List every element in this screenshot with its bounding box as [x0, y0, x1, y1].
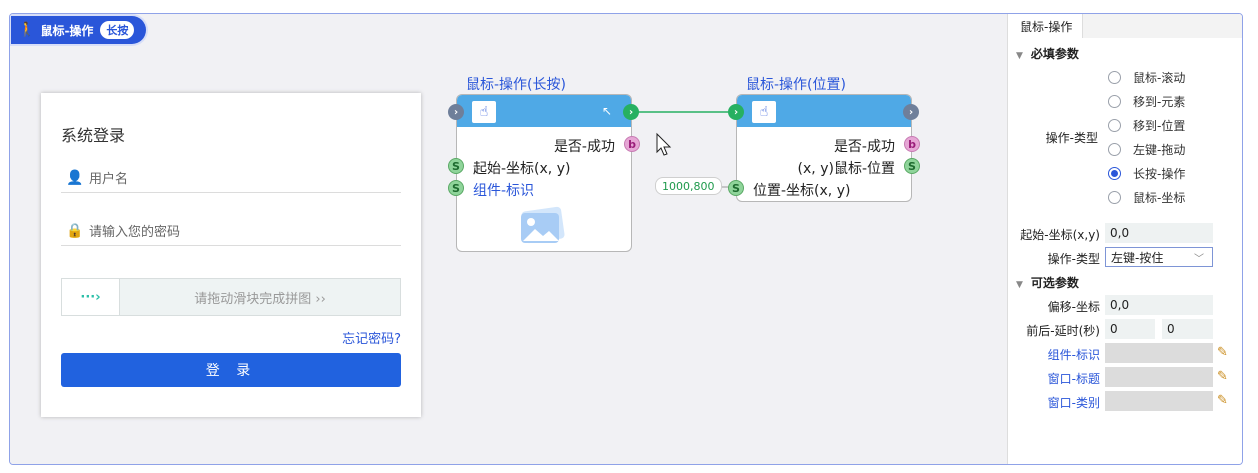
radio-mouse-coord[interactable]: 鼠标-坐标	[1108, 189, 1185, 206]
forgot-password-link[interactable]: 忘记密码?	[342, 332, 401, 347]
tap-hand-icon: ☝	[471, 100, 497, 124]
password-placeholder: 请输入您的密码	[89, 225, 181, 240]
op-type2-label: 操作-类型	[1047, 252, 1100, 266]
delay-label: 前后-延时(秒)	[1026, 324, 1100, 338]
action-badge[interactable]: 🚶 鼠标-操作 长按	[11, 16, 146, 44]
optional-section-header[interactable]: ▼ 可选参数	[1016, 274, 1079, 291]
offset-label: 偏移-坐标	[1047, 300, 1100, 314]
tap-hand-icon: ☝	[751, 100, 777, 124]
collapse-triangle-icon: ▼	[1016, 280, 1023, 290]
window-class-label[interactable]: 窗口-类别	[1047, 396, 1100, 410]
username-field[interactable]: 👤 用户名	[61, 163, 401, 193]
op-type2-value: 左键-按住	[1111, 250, 1164, 265]
node-long-press[interactable]: ☝ ↖ 是否-成功 起始-坐标(x, y) 组件-标识	[456, 94, 632, 252]
login-button[interactable]: 登 录	[61, 353, 401, 387]
node2-success-port[interactable]: b	[904, 136, 920, 152]
coordinate-chip[interactable]: 1000,800	[655, 177, 722, 195]
node1-out-success: 是否-成功	[553, 139, 615, 155]
node1-start-port[interactable]: S	[448, 158, 464, 174]
start-coord-input[interactable]: 0,0	[1105, 223, 1213, 243]
optional-title: 可选参数	[1030, 276, 1079, 290]
required-title: 必填参数	[1030, 47, 1079, 61]
delay-after-input[interactable]: 0	[1162, 319, 1213, 339]
workflow-canvas[interactable]: 🚶 鼠标-操作 长按 系统登录 👤 用户名 🔒 请输入您的密码 ···› 请拖动…	[10, 14, 1007, 464]
radio-scroll[interactable]: 鼠标-滚动	[1108, 69, 1185, 86]
user-icon: 👤	[66, 169, 84, 186]
radio-move-to-position[interactable]: 移到-位置	[1108, 117, 1185, 134]
op-type2-select[interactable]: 左键-按住 ﹀	[1105, 247, 1213, 267]
component-label[interactable]: 组件-标识	[1047, 348, 1100, 362]
image-placeholder-icon	[521, 206, 565, 244]
chevron-down-icon: ﹀	[1194, 254, 1204, 265]
window-title-input	[1105, 367, 1213, 387]
badge-title: 鼠标-操作	[40, 23, 94, 38]
password-field[interactable]: 🔒 请输入您的密码	[61, 216, 401, 246]
op-type-label: 操作-类型	[1045, 131, 1098, 145]
window-class-input	[1105, 391, 1213, 411]
start-coord-label: 起始-坐标(x,y)	[1020, 228, 1100, 242]
collapse-triangle-icon: ▼	[1016, 51, 1023, 61]
radio-left-drag[interactable]: 左键-拖动	[1108, 141, 1185, 158]
node2-in-position: 位置-坐标(x, y)	[753, 183, 851, 199]
edit-icon[interactable]: ✎	[1217, 393, 1228, 408]
node2-in-flow-port[interactable]: ›	[728, 104, 744, 120]
node2-out-position: (x, y)鼠标-位置	[797, 161, 895, 177]
badge-pill: 长按	[100, 21, 135, 39]
offset-input[interactable]: 0,0	[1105, 295, 1213, 315]
node2-out-flow-port[interactable]: ›	[903, 104, 919, 120]
node1-in-component: 组件-标识	[473, 183, 535, 199]
node1-out-flow-port[interactable]: ›	[623, 104, 639, 120]
login-preview: 系统登录 👤 用户名 🔒 请输入您的密码 ···› 请拖动滑块完成拼图 ›› 忘…	[41, 93, 421, 417]
slider-handle[interactable]: ···›	[62, 279, 120, 315]
tab-mouse-action[interactable]: 鼠标-操作	[1008, 14, 1083, 38]
window-title-label[interactable]: 窗口-标题	[1047, 372, 1100, 386]
node1-label: 鼠标-操作(长按)	[466, 77, 566, 93]
component-input	[1105, 343, 1213, 363]
radio-long-press[interactable]: 长按-操作	[1108, 165, 1185, 182]
property-panel: 鼠标-操作 ▼ 必填参数 操作-类型 鼠标-滚动 移到-元素 移到-位置 左键-拖…	[1007, 14, 1242, 464]
node2-label: 鼠标-操作(位置)	[746, 77, 846, 93]
walking-person-icon: 🚶	[18, 22, 36, 38]
slider-text: 请拖动滑块完成拼图 ››	[194, 291, 326, 307]
lock-icon: 🔒	[66, 222, 84, 239]
node2-position-out-port[interactable]: S	[904, 158, 920, 174]
cursor-icon: ↖	[602, 104, 613, 118]
login-title: 系统登录	[61, 126, 126, 145]
username-placeholder: 用户名	[89, 172, 129, 187]
workflow-frame: 🚶 鼠标-操作 长按 系统登录 👤 用户名 🔒 请输入您的密码 ···› 请拖动…	[9, 13, 1243, 465]
edit-icon[interactable]: ✎	[1217, 345, 1228, 360]
required-section-header[interactable]: ▼ 必填参数	[1016, 45, 1079, 62]
node1-in-start: 起始-坐标(x, y)	[473, 161, 571, 177]
node2-out-success: 是否-成功	[833, 139, 895, 155]
node2-position-in-port[interactable]: S	[728, 180, 744, 196]
node-position[interactable]: ☝ 是否-成功 (x, y)鼠标-位置 位置-坐标(x, y)	[736, 94, 912, 202]
node1-in-flow-port[interactable]: ›	[448, 104, 464, 120]
radio-move-to-element[interactable]: 移到-元素	[1108, 93, 1185, 110]
delay-before-input[interactable]: 0	[1105, 319, 1155, 339]
captcha-slider[interactable]: ···› 请拖动滑块完成拼图 ››	[61, 278, 401, 316]
edit-icon[interactable]: ✎	[1217, 369, 1228, 384]
panel-tabs: 鼠标-操作	[1008, 14, 1242, 38]
node1-success-port[interactable]: b	[624, 136, 640, 152]
node1-component-port[interactable]: S	[448, 180, 464, 196]
